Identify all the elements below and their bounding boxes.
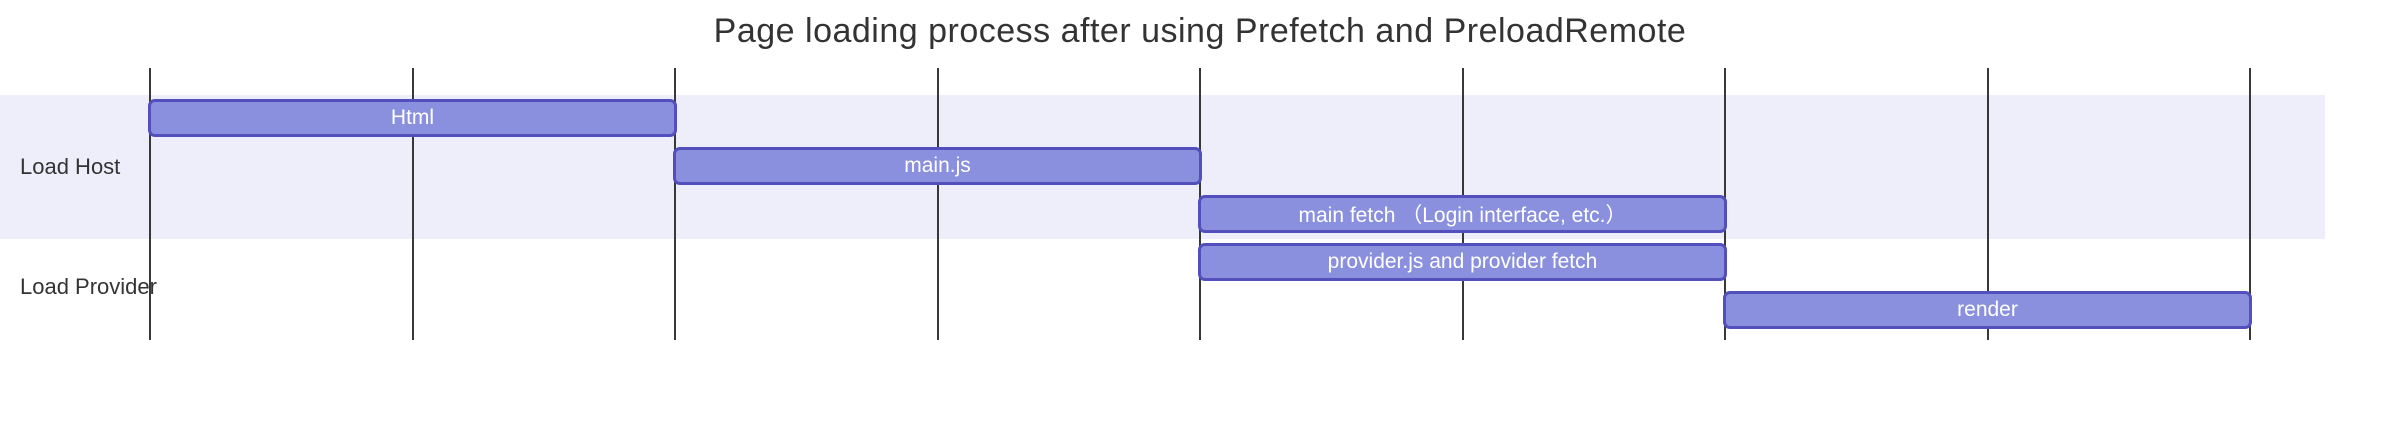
task-bar: main.js — [673, 147, 1202, 185]
task-label: provider.js and provider fetch — [1327, 250, 1598, 273]
grid-line — [674, 68, 676, 340]
task-bar: Html — [148, 99, 677, 137]
task-bar: provider.js and provider fetch — [1198, 243, 1727, 281]
task-label: main fetch （Login interface, etc.） — [1298, 204, 1627, 227]
section-label-load-host: Load Host — [20, 154, 121, 179]
chart-title: Page loading process after using Prefetc… — [713, 12, 1687, 50]
section-label-load-provider: Load Provider — [20, 274, 157, 299]
grid-line — [936, 68, 939, 340]
grid-line — [149, 68, 151, 340]
task-label: render — [1957, 298, 2018, 321]
task-bar: render — [1723, 291, 2252, 329]
task-label: Html — [390, 106, 435, 129]
grid-line — [411, 68, 414, 340]
grid-line — [2249, 68, 2251, 340]
grid-line — [1986, 68, 1989, 340]
task-bar: main fetch （Login interface, etc.） — [1198, 195, 1727, 233]
task-label: main.js — [904, 154, 971, 177]
